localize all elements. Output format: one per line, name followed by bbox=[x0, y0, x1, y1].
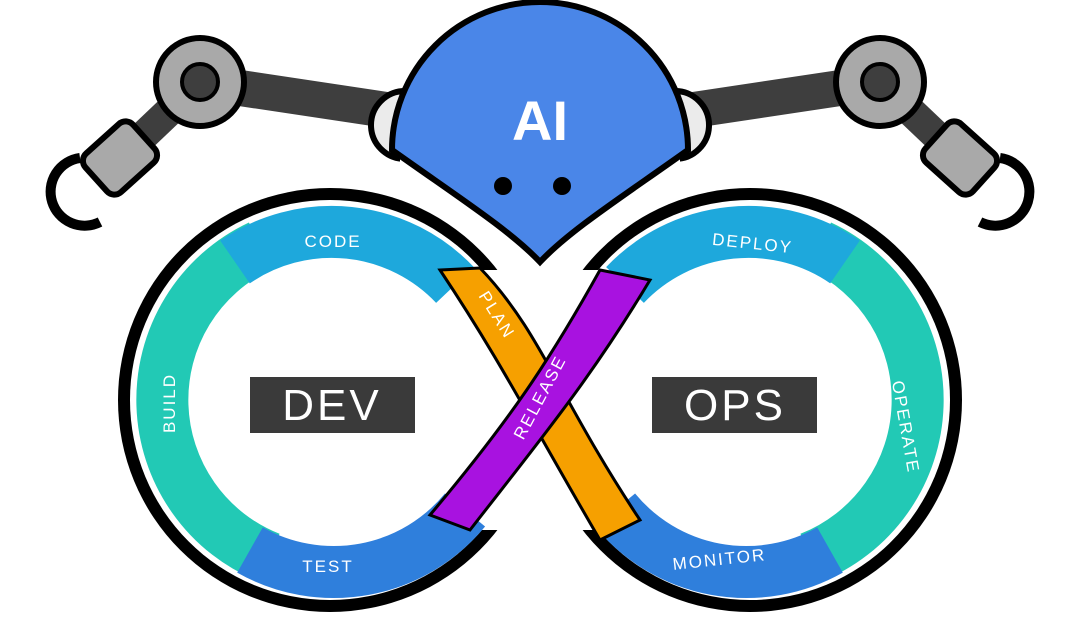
test-segment bbox=[237, 493, 486, 599]
ai-label: AI bbox=[512, 89, 568, 152]
ops-box: OPS bbox=[652, 377, 817, 433]
code-segment bbox=[220, 205, 474, 304]
deploy-segment bbox=[606, 205, 860, 304]
left-wrist-icon bbox=[79, 118, 161, 198]
right-wrist-icon bbox=[919, 118, 1001, 198]
dev-box: DEV bbox=[250, 377, 415, 433]
crossing-bands: PLAN RELEASE bbox=[427, 266, 653, 542]
right-robot-arm bbox=[642, 35, 1035, 231]
robot-head: AI bbox=[388, 0, 692, 267]
release-band bbox=[427, 268, 653, 532]
robot-head-shape bbox=[388, 0, 692, 267]
left-claw-icon bbox=[45, 153, 103, 231]
right-eye-icon bbox=[553, 177, 571, 195]
operate-segment bbox=[800, 222, 944, 583]
code-label: CODE bbox=[304, 232, 361, 251]
test-label: TEST bbox=[302, 557, 353, 576]
monitor-segment bbox=[594, 493, 843, 599]
ops-label: OPS bbox=[684, 381, 786, 430]
dev-label: DEV bbox=[282, 381, 381, 430]
build-segment bbox=[136, 222, 280, 583]
build-label: BUILD bbox=[160, 373, 179, 433]
right-loop-ring: DEPLOY OPERATE MONITOR bbox=[594, 205, 944, 599]
left-loop-ring: CODE BUILD TEST bbox=[136, 205, 486, 599]
left-eye-icon bbox=[494, 177, 512, 195]
right-claw-icon bbox=[977, 153, 1035, 231]
